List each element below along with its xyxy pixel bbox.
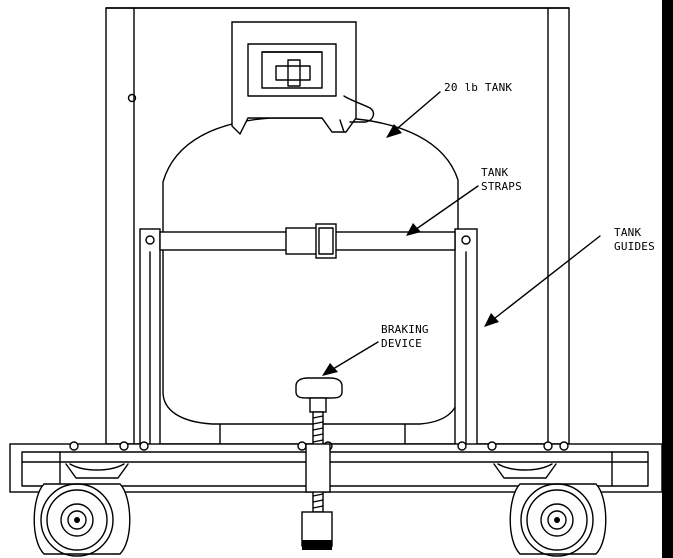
frame-bolts <box>69 441 569 451</box>
label-20lb-tank: 20 lb TANK <box>444 81 512 94</box>
label-tank-straps-line2: STRAPS <box>481 180 522 193</box>
label-braking-device-line1: BRAKING <box>381 323 429 336</box>
label-tank-guides-line1: TANK <box>614 226 641 239</box>
propane-tank <box>162 21 459 425</box>
tank-strap <box>159 223 456 259</box>
tank-guides <box>139 228 478 448</box>
label-tank-guides-line2: GUIDES <box>614 240 655 253</box>
left-caster-wheel <box>33 483 131 557</box>
label-braking-device-line2: DEVICE <box>381 337 422 350</box>
right-caster-wheel <box>509 483 607 557</box>
braking-device <box>295 377 343 550</box>
callout-leaders <box>322 91 601 376</box>
page-border <box>662 0 673 558</box>
label-tank-straps-line1: TANK <box>481 166 508 179</box>
callout-labels: 20 lb TANK TANK STRAPS TANK GUIDES BRAKI… <box>381 81 655 350</box>
panel-bolt <box>127 93 137 103</box>
